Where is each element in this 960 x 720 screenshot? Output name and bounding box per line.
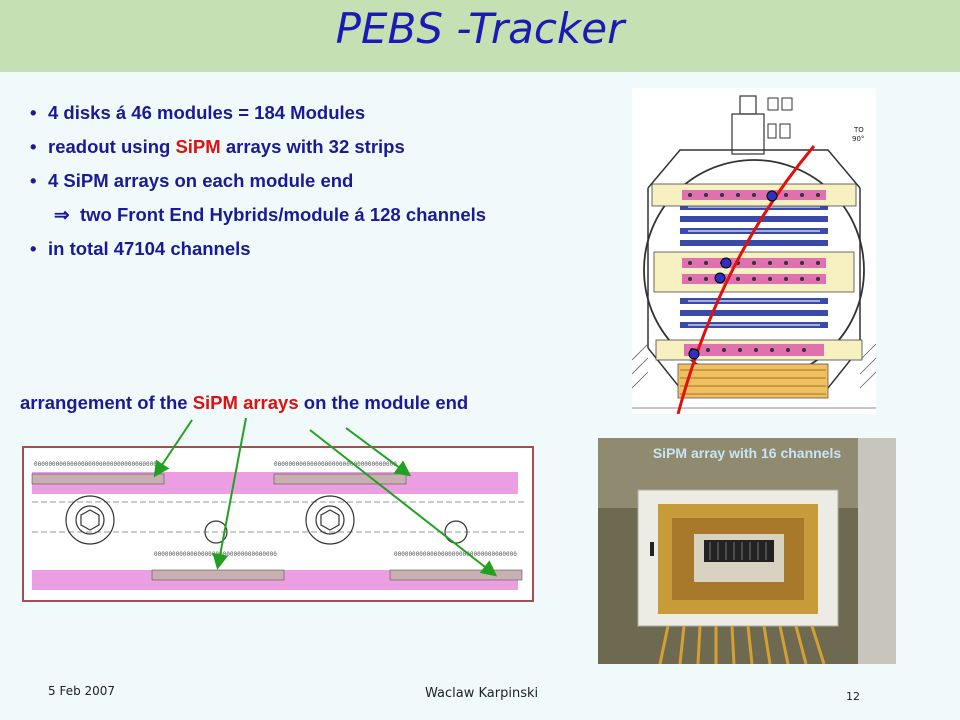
pointer-arrow	[212, 417, 247, 570]
slide-title: PEBS -Tracker	[335, 4, 625, 53]
caption-highlight: SiPM arrays	[192, 392, 299, 413]
particle-track	[676, 145, 816, 414]
module-end-drawing: 0000000000000000000000000000000000 00000…	[22, 446, 534, 602]
pointer-arrow	[345, 427, 412, 477]
bullet-marker: •	[30, 238, 37, 259]
module-row-text: 0000000000000000000000000000000000	[274, 461, 397, 468]
bullet-text: two Front End Hybrids/module á 128 chann…	[80, 204, 487, 225]
module-row-text: 0000000000000000000000000000000000	[34, 461, 157, 468]
drawing-label: TO	[853, 126, 864, 134]
bullet-marker: •	[30, 102, 37, 123]
bullet-text: 4 SiPM arrays on each module end	[48, 170, 354, 191]
footer-author: Waclaw Karpinski	[425, 686, 539, 701]
bullet-text-post: arrays with 32 strips	[220, 136, 405, 157]
drawing-label: 90°	[852, 135, 864, 143]
bullet-item: • 4 SiPM arrays on each module end	[30, 164, 486, 198]
module-row-text: 0000000000000000000000000000000000	[394, 551, 517, 558]
bullet-item: • 4 disks á 46 modules = 184 Modules	[30, 96, 486, 130]
sipm-chip	[704, 540, 774, 562]
hit-point	[720, 257, 732, 269]
caption-text-post: on the module end	[298, 392, 469, 413]
bullet-marker: •	[30, 170, 37, 191]
sipm-array	[151, 569, 285, 581]
hit-point	[714, 272, 726, 284]
pointer-arrow	[309, 429, 498, 577]
title-bar	[0, 0, 960, 72]
sipm-array	[273, 473, 407, 485]
bullet-text: 4 disks á 46 modules = 184 Modules	[48, 102, 366, 123]
bullet-item-implies: ⇒ two Front End Hybrids/module á 128 chan…	[30, 198, 486, 232]
photo-caption: SiPM array with 16 channels	[652, 445, 842, 461]
hit-point	[766, 190, 778, 202]
caption-text: arrangement of the	[20, 392, 193, 413]
pointer-arrow	[153, 419, 193, 478]
bullet-text: readout using	[48, 136, 176, 157]
sipm-photo	[598, 438, 896, 664]
bullet-item: • readout using SiPM arrays with 32 strip…	[30, 130, 486, 164]
page-number: 12	[846, 690, 860, 703]
arrangement-caption: arrangement of the SiPM arrays on the mo…	[20, 392, 468, 414]
bullet-marker: •	[30, 136, 37, 157]
bullet-text: in total 47104 channels	[48, 238, 251, 259]
sipm-array	[31, 473, 165, 485]
tracker-drawing: TO 90°	[632, 88, 876, 414]
hit-point	[688, 348, 700, 360]
bullet-highlight: SiPM	[175, 136, 221, 157]
bullet-item: • in total 47104 channels	[30, 232, 486, 266]
sipm-array	[389, 569, 523, 581]
pointer-arrows	[153, 417, 498, 577]
implies-marker: ⇒	[54, 204, 70, 225]
bullet-list: • 4 disks á 46 modules = 184 Modules • rea…	[30, 96, 486, 266]
footer-date: 5 Feb 2007	[48, 684, 116, 698]
